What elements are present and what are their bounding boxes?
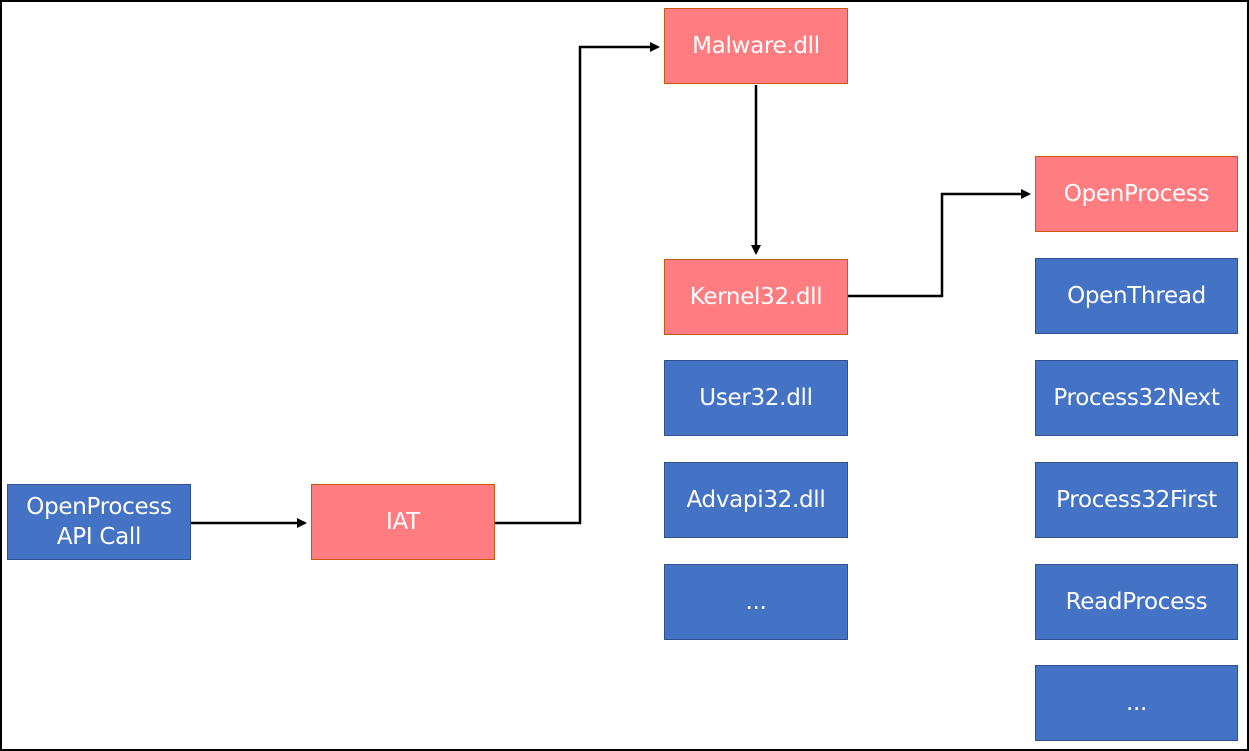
function-node-process32next: Process32Next [1035, 360, 1238, 436]
iat-label: IAT [386, 509, 420, 535]
function-node-openthread: OpenThread [1035, 258, 1238, 334]
function-label: OpenThread [1067, 283, 1206, 309]
function-label: ... [1125, 690, 1148, 716]
api-call-line2: API Call [56, 524, 142, 550]
function-label: ReadProcess [1065, 589, 1208, 615]
dll-node-ellipsis: ... [664, 564, 848, 640]
function-label: OpenProcess [1063, 181, 1210, 207]
dll-node-kernel32: Kernel32.dll [664, 259, 848, 335]
function-label: Process32First [1056, 487, 1217, 513]
dll-label: User32.dll [699, 385, 813, 411]
dll-node-advapi32: Advapi32.dll [664, 462, 848, 538]
malware-dll-node: Malware.dll [664, 8, 848, 84]
api-call-line1: OpenProcess [26, 494, 172, 520]
malware-dll-label: Malware.dll [692, 33, 820, 59]
dll-label: Kernel32.dll [689, 284, 823, 310]
function-node-openprocess: OpenProcess [1035, 156, 1238, 232]
arrow-kernel32-to-openprocess [848, 189, 1031, 298]
dll-node-user32: User32.dll [664, 360, 848, 436]
arrow-iat-to-malware [494, 42, 660, 525]
function-node-readprocess: ReadProcess [1035, 564, 1238, 640]
function-label: Process32Next [1053, 385, 1220, 411]
dll-label: Advapi32.dll [686, 487, 826, 513]
function-node-ellipsis: ... [1035, 665, 1238, 741]
dll-label: ... [745, 589, 767, 615]
iat-node: IAT [311, 484, 495, 560]
openprocess-api-call-node: OpenProcess API Call [7, 484, 191, 560]
function-node-process32first: Process32First [1035, 462, 1238, 538]
